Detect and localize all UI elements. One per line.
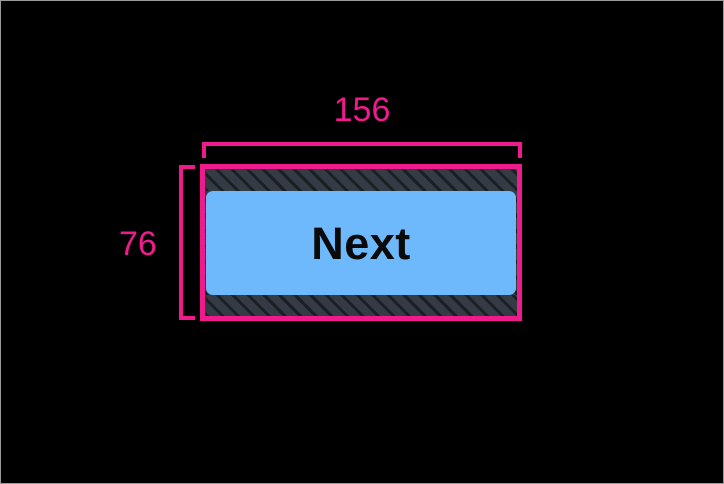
next-button[interactable]: Next	[206, 191, 516, 295]
button-row: Next	[205, 191, 517, 295]
height-caliper-bar	[179, 165, 183, 320]
width-dimension-label: 156	[1, 93, 723, 127]
width-dimension-value: 156	[333, 91, 391, 129]
width-caliper-tick-start	[202, 142, 206, 158]
spacing-band-top	[205, 169, 517, 191]
measured-element-stack: Next	[205, 169, 517, 316]
width-caliper-bar	[202, 142, 522, 146]
height-dimension-value: 76	[119, 225, 157, 263]
height-caliper-tick-start	[179, 165, 195, 169]
spacing-band-bottom	[205, 295, 517, 316]
height-caliper-tick-end	[179, 316, 195, 320]
width-caliper	[202, 142, 522, 158]
height-caliper	[179, 165, 195, 320]
height-dimension-label: 76	[119, 227, 157, 261]
width-caliper-tick-end	[518, 142, 522, 158]
